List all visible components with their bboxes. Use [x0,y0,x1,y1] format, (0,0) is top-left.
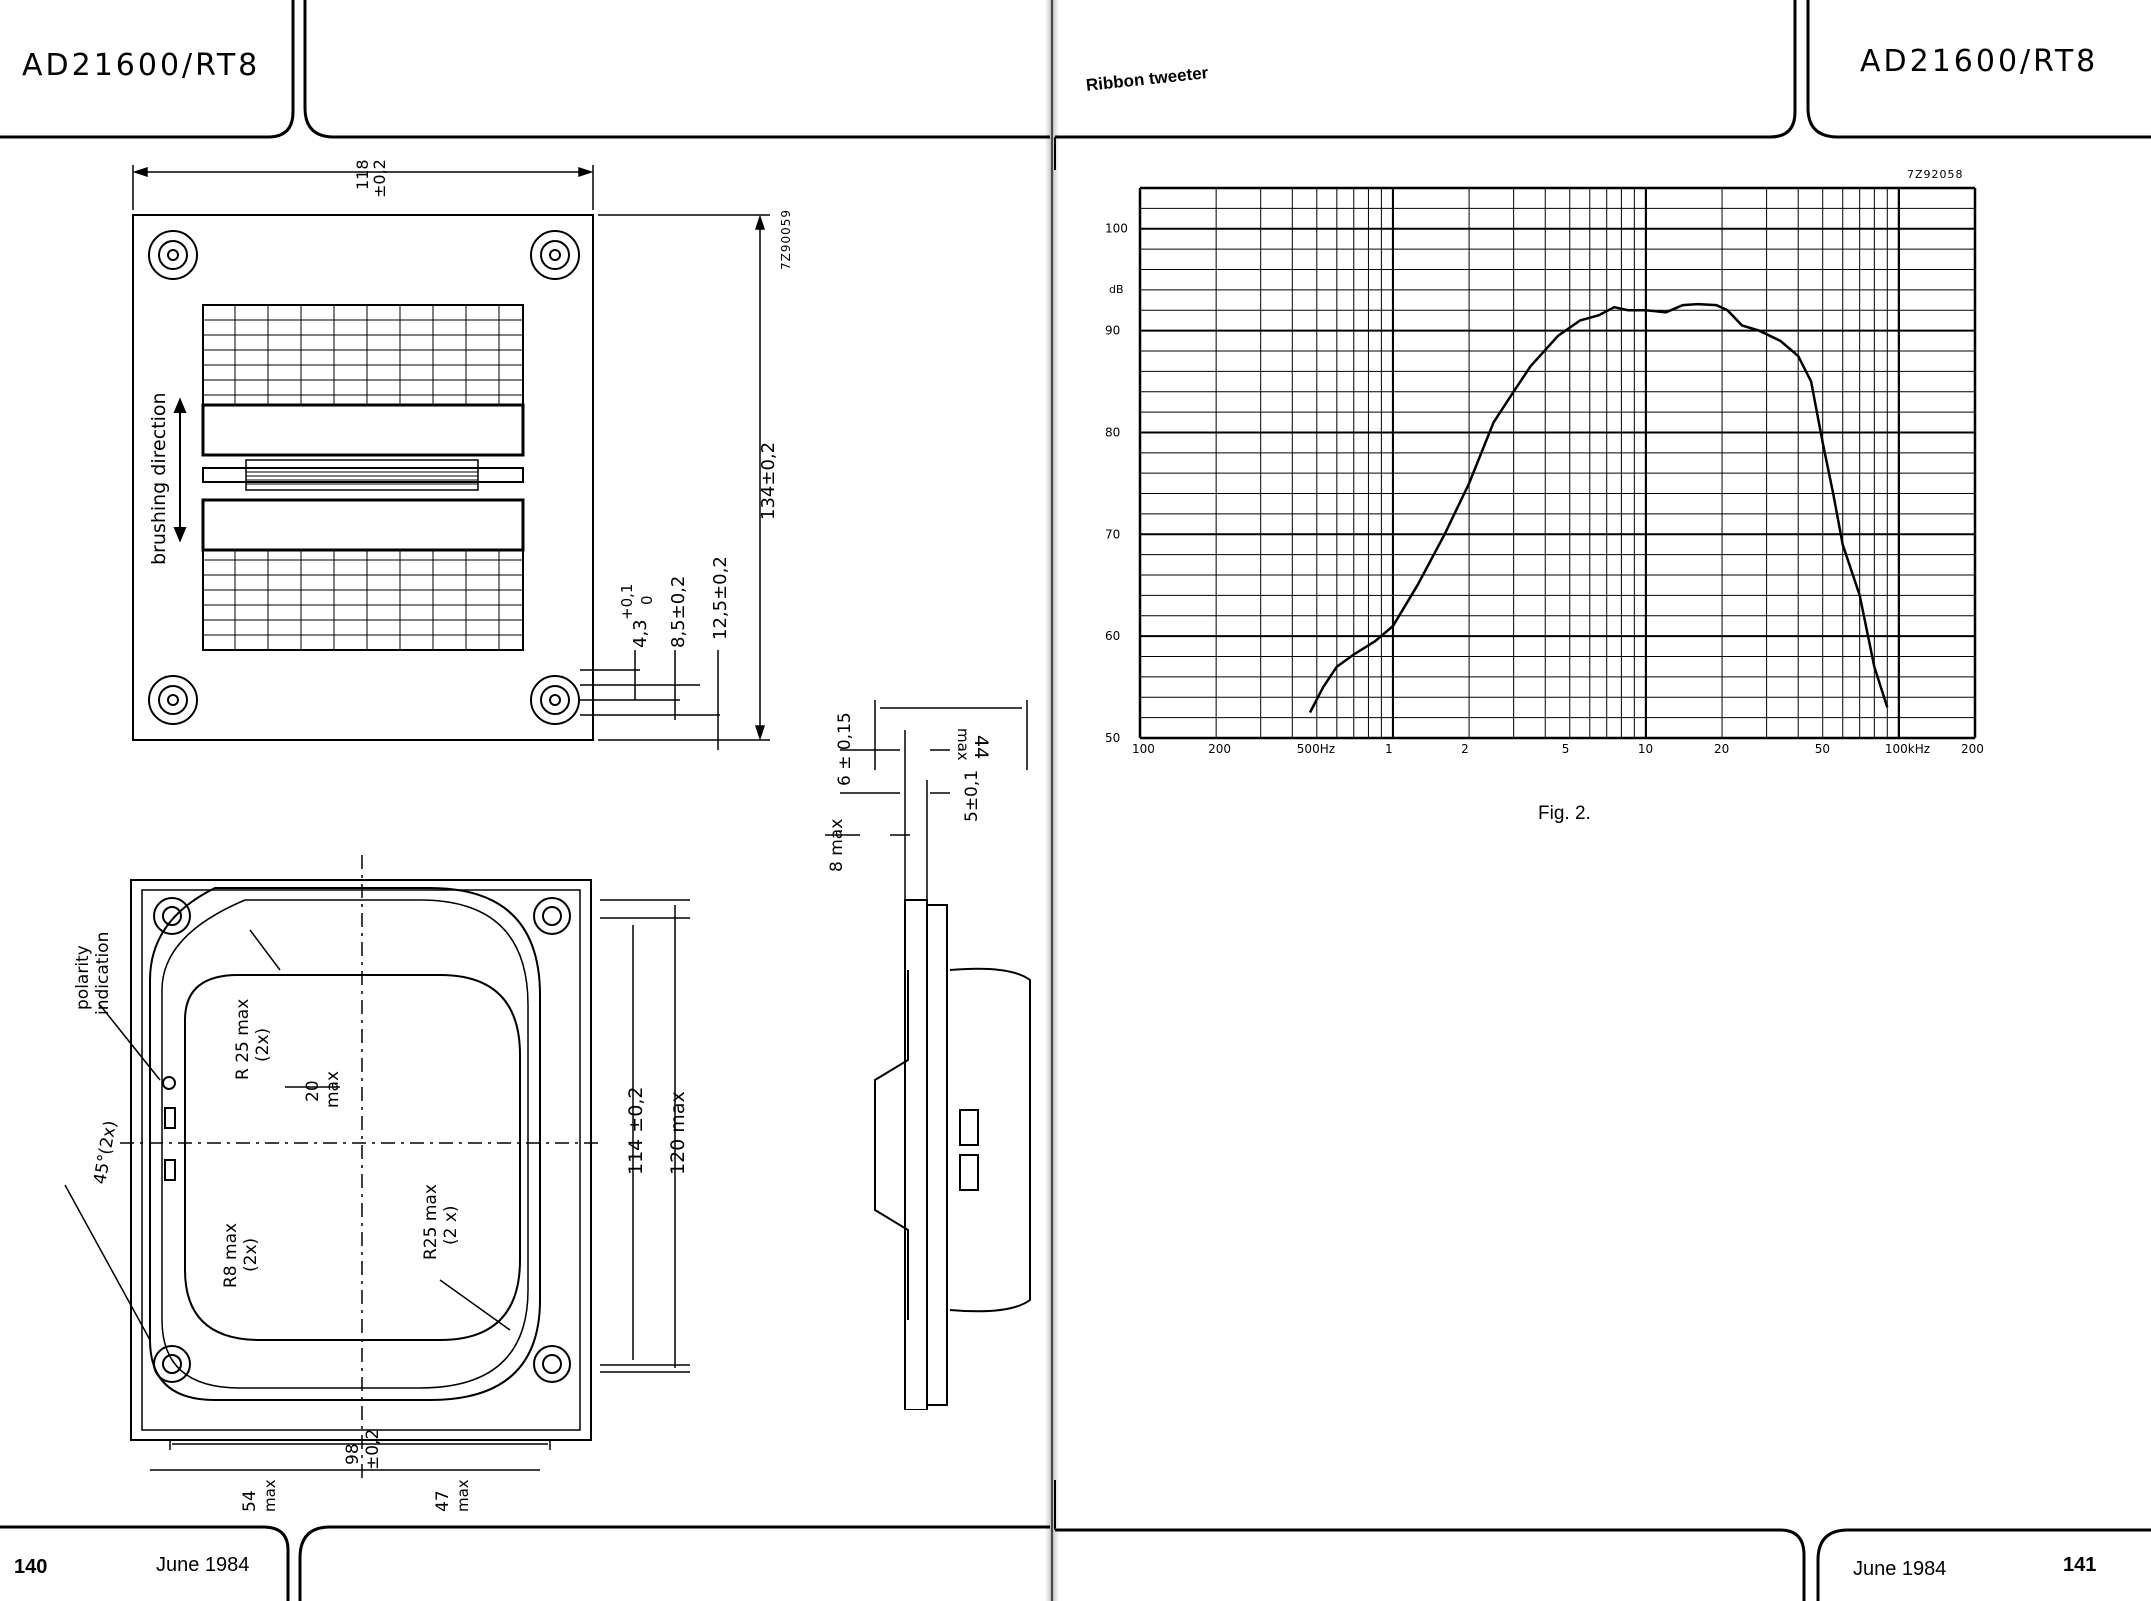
bottom-hole-tr [533,897,571,935]
dim-98: 98 [343,1443,363,1465]
frequency-response-curve [1308,302,1889,714]
dim-height: 134±0,2 [758,442,779,520]
mounting-hole-tr [530,230,580,280]
dim-width: 118 [353,159,372,190]
x-tick-label: 2 [1461,742,1469,756]
bottom-hole-tl [153,897,191,935]
brushing-direction-label: brushing direction [148,392,170,565]
x-tick-label: 200 [1961,742,1984,756]
dim-20-label: 20 [303,1080,323,1102]
y-tick-label: 70 [1105,527,1120,541]
y-tick-label: 80 [1105,425,1120,439]
plate-outline [132,214,594,741]
y-tick-label: 100 [1105,222,1128,236]
dim-47: 47 [433,1490,453,1512]
dim-47-max: max [454,1479,472,1512]
frequency-response-chart: 100 200 500Hz 1 2 5 10 20 50 100kHz 200 50 60 70 80 90 1… [1105,168,1984,756]
r25-top-count: (2x) [253,1028,273,1062]
x-tick-label: 500Hz [1297,742,1335,756]
x-tick-label: 20 [1714,742,1729,756]
right-date: June 1984 [1853,1558,1947,1580]
dim-b: 8,5±0,2 [668,576,689,648]
dim-a: 4,3 [630,619,651,648]
bottom-view-drawing: polarity indication 45°(2x) R 25 max (2x… [64,855,690,1512]
top-view-drawing: 118 ±0,2 7Z90059 brushing direction 134±… [132,159,793,750]
x-tick-label: 200 [1208,742,1231,756]
r25-bottom-label: R25 max [421,1184,441,1260]
chart-code: 7Z92058 [1907,168,1964,181]
r25-top-label: R 25 max [233,999,253,1080]
dim-44: 44 [970,735,992,759]
r8-count: (2x) [241,1238,261,1272]
dim-a-lower: 0 [638,595,656,605]
y-tick-label: 60 [1105,629,1120,643]
dim-width-tol: ±0,2 [370,159,389,198]
angle-label: 45°(2x) [90,1119,121,1186]
x-tick-label: 100 [1132,742,1155,756]
r8-label: R8 max [221,1223,241,1288]
left-date: June 1984 [156,1554,250,1576]
dim-98-tol: ±0,2 [363,1429,383,1470]
book-gutter [1045,0,1059,1601]
top-view-code: 7Z90059 [779,209,793,270]
dim-54-max: max [261,1479,279,1512]
y-tick-label: 90 [1105,324,1120,338]
mounting-hole-tl [148,230,198,280]
dim-54: 54 [240,1490,260,1512]
mounting-hole-bl [148,675,198,725]
right-model-header: AD21600/RT8 [1860,44,2099,79]
dim-114: 114 ±0,2 [625,1087,647,1175]
x-tick-label: 1 [1385,742,1393,756]
left-model-header: AD21600/RT8 [22,48,261,83]
side-view-drawing: 44 max 6 ± 0,15 5±0,1 8 max [825,700,1031,1410]
x-tick-label: 100kHz [1885,742,1930,756]
bottom-hole-bl [153,1345,191,1383]
x-tick-label: 5 [1562,742,1570,756]
right-page-number: 141 [2063,1554,2097,1576]
chart-grid [1138,186,1977,740]
bottom-hole-br [533,1345,571,1383]
chart-ticks: 100 200 500Hz 1 2 5 10 20 50 100kHz 200 50 60 70 80 90 1… [1105,222,1984,756]
y-axis-label: dB [1109,283,1124,296]
polarity-label: polarity [73,945,93,1010]
left-page-number: 140 [14,1556,48,1578]
dim-5: 5±0,1 [962,770,982,822]
dim-20-max: max [323,1071,343,1108]
y-tick-label: 50 [1105,731,1120,745]
dim-a-upper: +0,1 [618,584,636,620]
x-tick-label: 10 [1638,742,1653,756]
dim-8: 8 max [827,819,847,872]
dim-c: 12,5±0,2 [710,556,731,640]
dim-44-max: max [954,728,972,761]
mounting-hole-br [530,675,580,725]
dim-6: 6 ± 0,15 [835,712,855,786]
dim-120: 120 max [667,1091,689,1175]
polarity-label-2: indication [93,932,113,1015]
r25-bottom-count: (2 x) [441,1205,461,1245]
figure-caption: Fig. 2. [1538,803,1591,824]
x-tick-label: 50 [1815,742,1830,756]
